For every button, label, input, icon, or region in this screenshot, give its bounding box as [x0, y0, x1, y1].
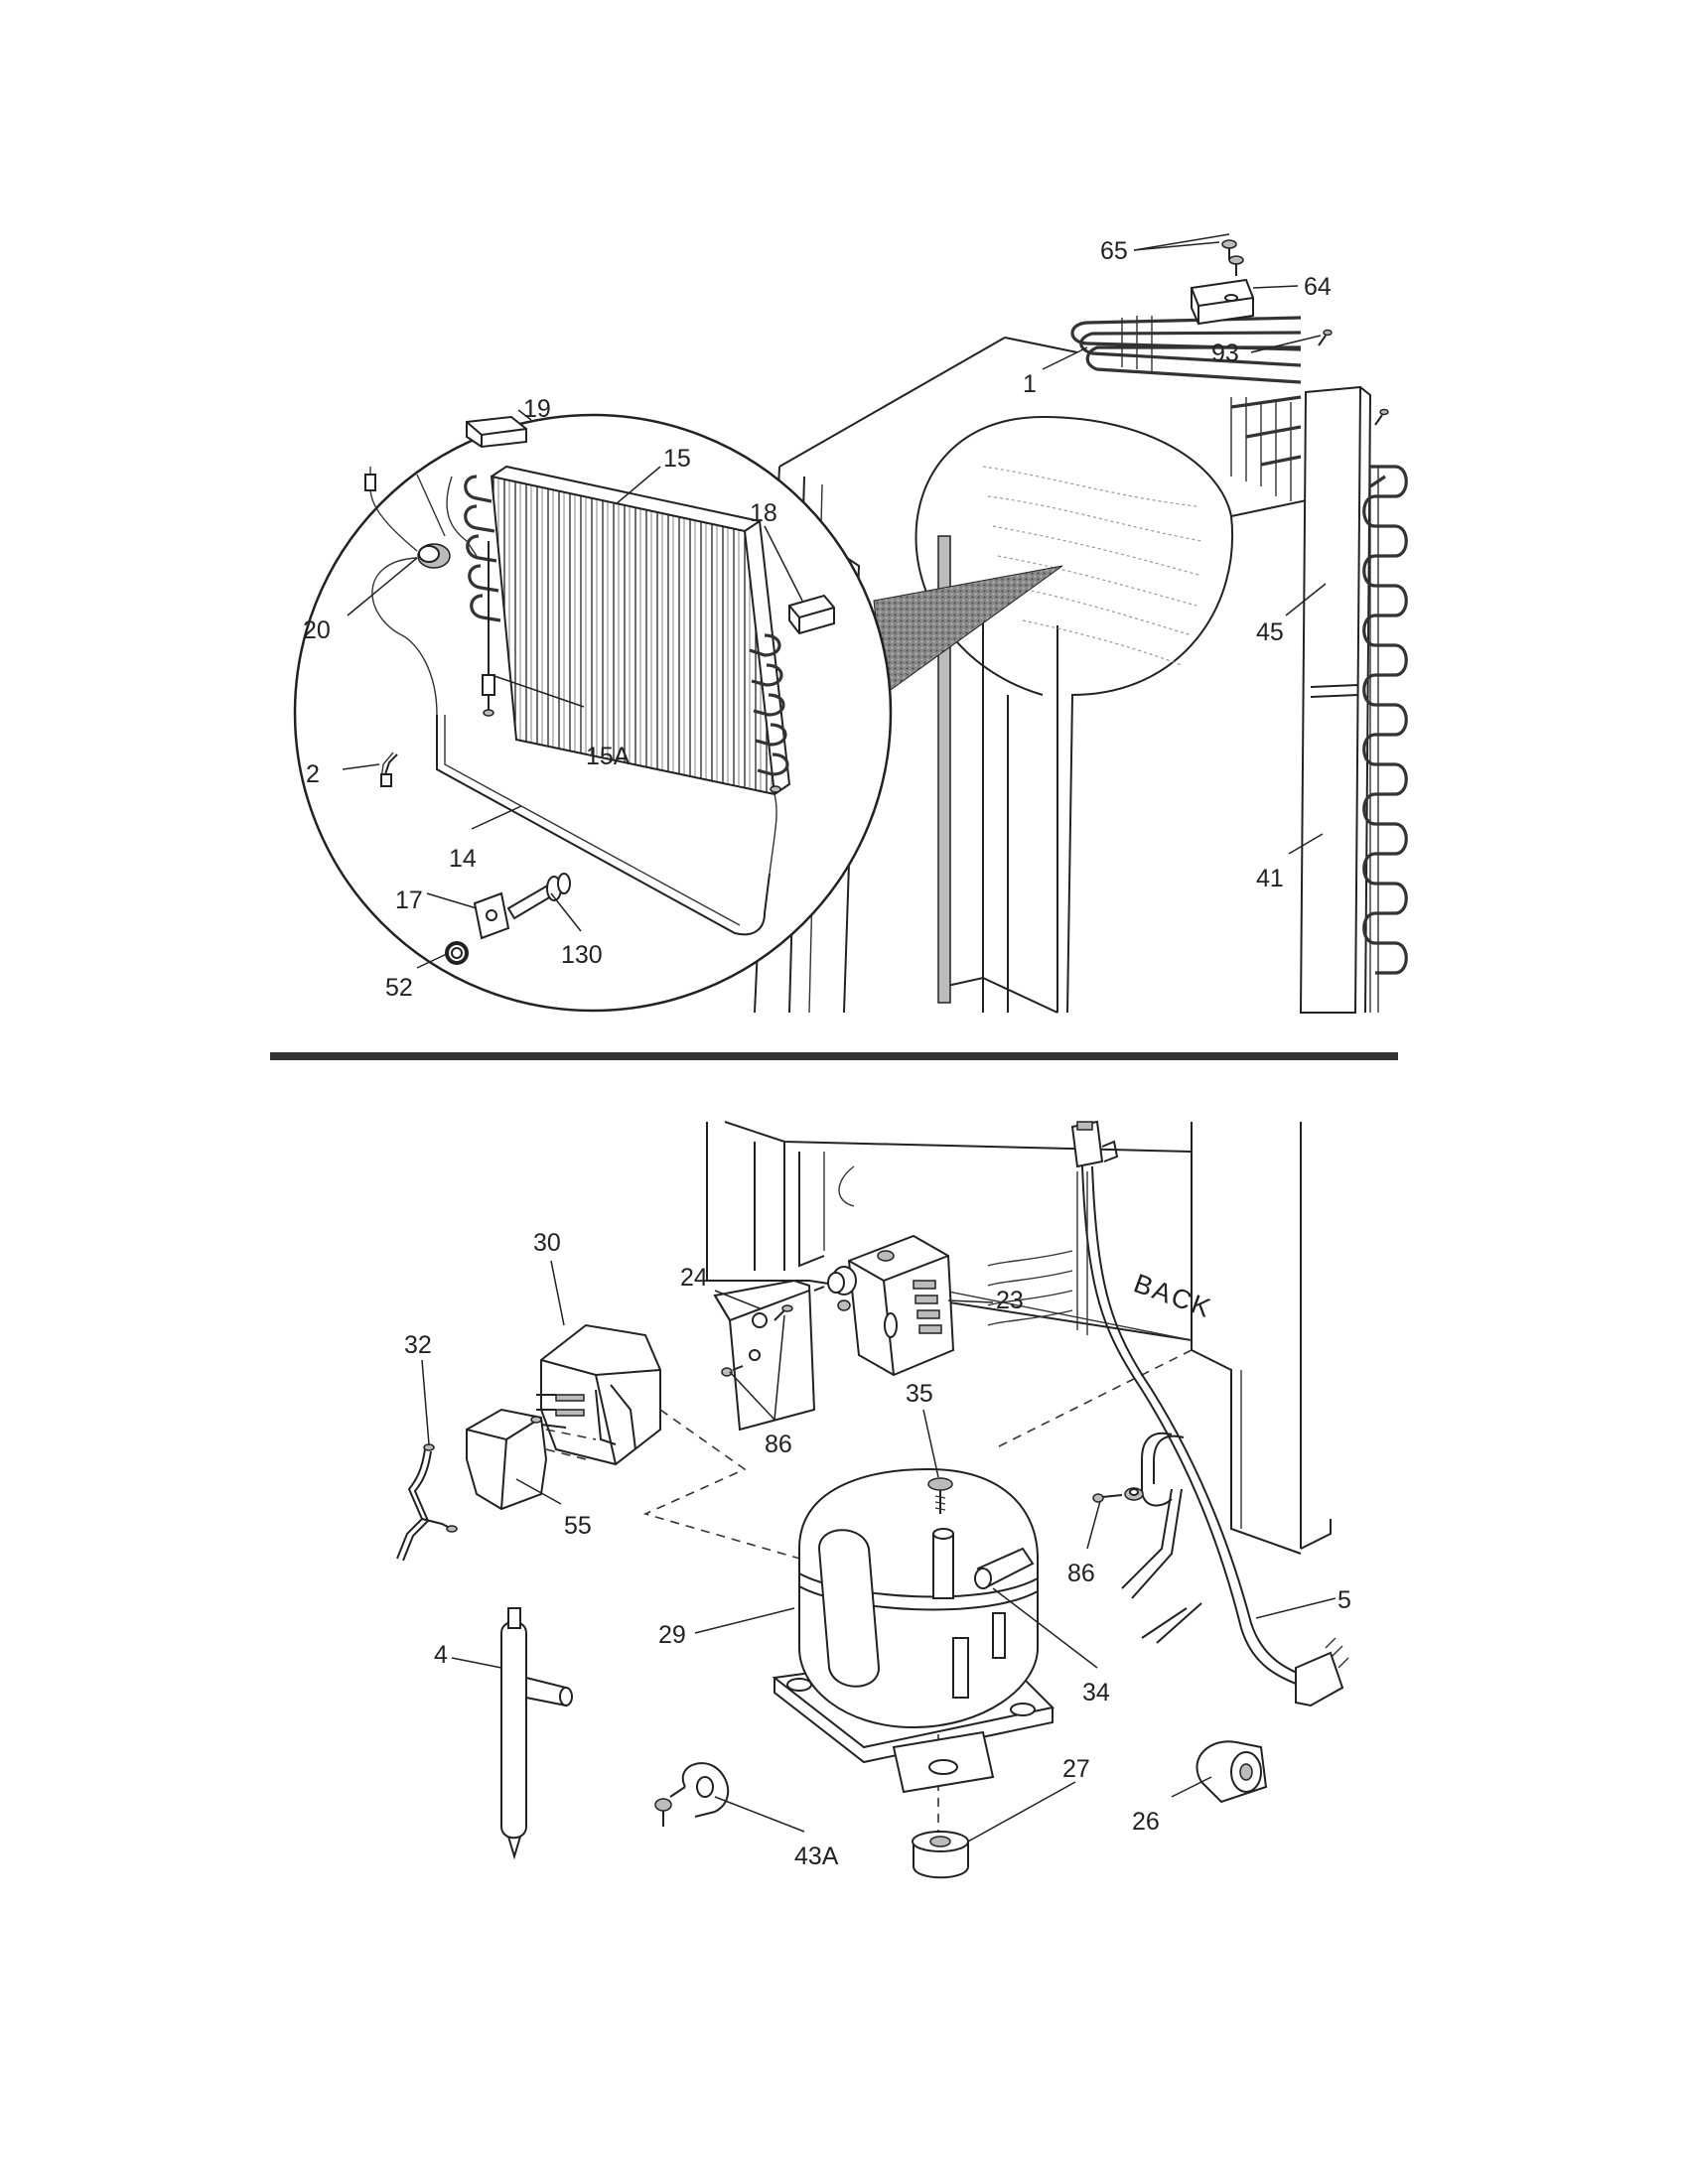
callout-27: 27 [1062, 1755, 1090, 1783]
callout-17: 17 [395, 887, 423, 914]
callout-26: 26 [1132, 1808, 1160, 1836]
defrost-timer-23 [813, 1234, 955, 1377]
callout-15: 15 [663, 445, 691, 473]
grommet-43a [654, 1762, 730, 1827]
callout-29: 29 [658, 1621, 686, 1649]
drier-4 [500, 1607, 573, 1860]
ground-wire [1092, 1432, 1202, 1644]
bracket-24 [713, 1279, 816, 1432]
callout-24: 24 [680, 1264, 708, 1292]
top-coil [1070, 316, 1302, 501]
wire-harness [987, 1171, 1088, 1335]
callout-18: 18 [750, 499, 777, 527]
back-label: BACK [1130, 1268, 1216, 1323]
callout-15a: 15A [586, 743, 631, 770]
callout-32: 32 [404, 1331, 432, 1359]
callout-14: 14 [449, 845, 477, 873]
screws-93 [1318, 329, 1389, 426]
callout-64: 64 [1304, 273, 1332, 301]
wire-32 [396, 1443, 458, 1562]
callout-35: 35 [906, 1380, 933, 1408]
bolt-130 [506, 873, 571, 920]
inner-liner-view [914, 415, 1327, 1014]
callout-30: 30 [533, 1229, 561, 1257]
top-callouts: 65 64 93 1 19 15 18 20 15A 2 14 17 130 5… [303, 237, 1332, 1002]
callout-1: 1 [1023, 370, 1037, 398]
relay-30 [536, 1323, 661, 1466]
condenser-panel [1070, 316, 1408, 1014]
callout-65: 65 [1100, 237, 1128, 265]
callout-86-ground: 86 [1067, 1560, 1095, 1587]
callout-86-bracket: 86 [765, 1431, 792, 1458]
plate-17 [473, 891, 510, 940]
callout-41: 41 [1256, 865, 1284, 892]
cover-19 [466, 415, 527, 449]
magnify-wedge [873, 565, 1063, 696]
power-cord-5 [1070, 1120, 1349, 1707]
callout-23: 23 [996, 1287, 1024, 1314]
callout-43a: 43A [794, 1843, 839, 1870]
callout-34: 34 [1082, 1679, 1110, 1706]
side-coil [1362, 465, 1408, 1013]
top-leaders [342, 233, 1327, 969]
defrost-terminator-20 [364, 467, 478, 716]
callout-52: 52 [385, 974, 413, 1002]
callout-20: 20 [303, 616, 331, 644]
callout-93: 93 [1211, 340, 1239, 367]
screws-65 [1221, 239, 1244, 276]
drain-tube-14 [436, 715, 781, 936]
bottom-leaders [421, 1260, 1336, 1843]
callout-19: 19 [523, 395, 551, 423]
grommet-27 [912, 1831, 969, 1879]
assembly-dash-path [642, 1409, 835, 1570]
nut-52 [445, 941, 469, 965]
bottom-section-compressor: BACK [396, 1120, 1351, 1879]
clip-2 [380, 751, 398, 787]
cabinet-base-outline [706, 1121, 1332, 1555]
callout-4: 4 [434, 1641, 448, 1669]
compressor-29 [772, 1467, 1055, 1794]
callout-5: 5 [1337, 1586, 1351, 1614]
callout-2: 2 [306, 760, 320, 788]
top-section-evaporator: 65 64 93 1 19 15 18 20 15A 2 14 17 130 5… [293, 233, 1408, 1014]
callout-130: 130 [561, 941, 603, 969]
callout-45: 45 [1256, 618, 1284, 646]
cover-18 [788, 594, 835, 635]
insulation-26 [1196, 1740, 1268, 1804]
bracket-64 [1191, 278, 1254, 326]
bottom-callouts: 30 24 23 32 35 86 55 86 29 34 5 4 27 26 … [404, 1229, 1351, 1870]
callout-55: 55 [564, 1512, 592, 1540]
section-divider [270, 1052, 1398, 1060]
